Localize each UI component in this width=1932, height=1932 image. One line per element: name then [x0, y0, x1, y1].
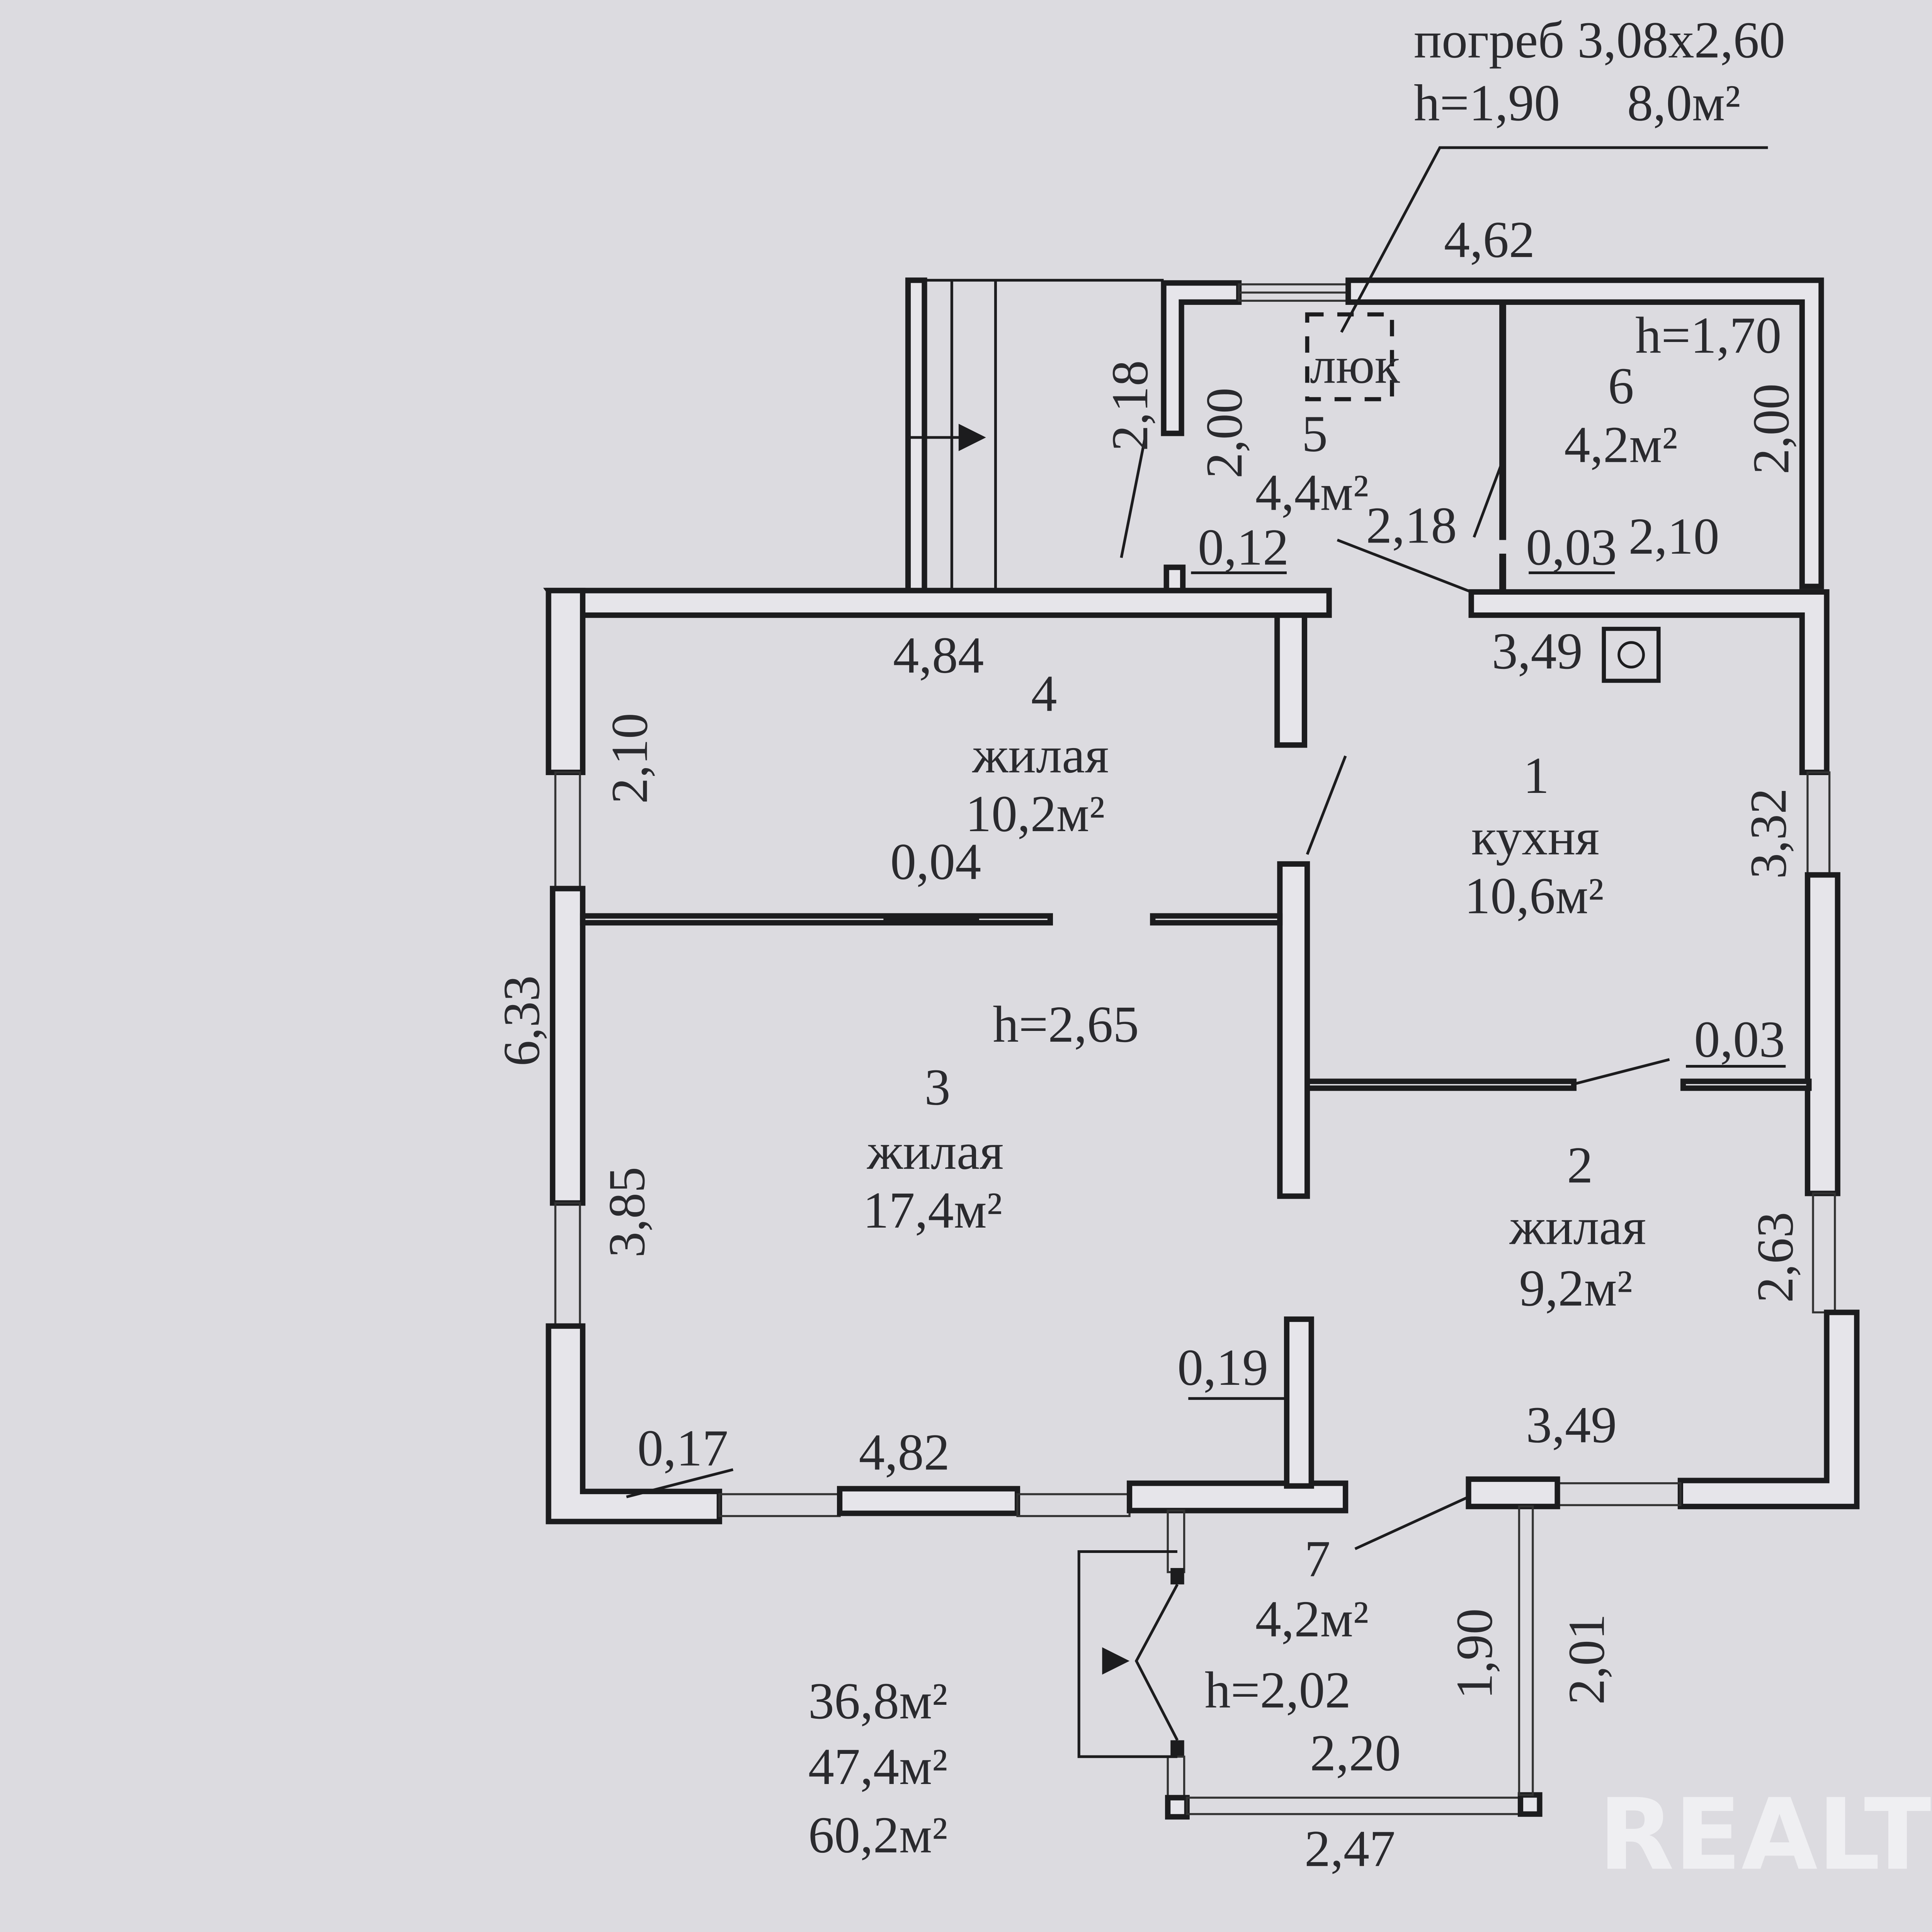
room-name: жилая	[867, 1123, 1003, 1180]
room-area: 4,4м²	[1255, 464, 1369, 522]
room-name: жилая	[1509, 1198, 1646, 1255]
room-area: 9,2м²	[1519, 1260, 1632, 1317]
dim-label: 2,47	[1304, 1820, 1395, 1878]
room-number: 3	[924, 1059, 950, 1116]
dim-label: 3,49	[1492, 622, 1583, 680]
room-area: 17,4м²	[863, 1182, 1002, 1239]
dim-label: 2,10	[1628, 508, 1719, 565]
room-number: 2	[1567, 1136, 1593, 1194]
cellar-area: 8,0м²	[1627, 74, 1740, 132]
room-number: 6	[1608, 357, 1634, 415]
cellar-label: погреб 3,08х2,60	[1414, 12, 1785, 69]
dim-label: 2,18	[1101, 360, 1159, 451]
dim-label: 0,19	[1177, 1339, 1268, 1396]
stair-arrow-icon	[958, 423, 986, 451]
total-area-general: 47,4м²	[808, 1738, 948, 1796]
dim-label: 4,82	[859, 1423, 950, 1481]
stove-icon	[1602, 627, 1661, 683]
dim-label: 1,90	[1446, 1608, 1503, 1699]
room-number: 1	[1523, 747, 1549, 804]
dim-label: 4,62	[1444, 211, 1535, 269]
labels: погреб 3,08х2,60 h=1,90 8,0м² 4,62 люк 2…	[493, 12, 1931, 1893]
room-number: 7	[1304, 1530, 1330, 1588]
room-number: 5	[1302, 405, 1328, 463]
dim-label: 0,04	[890, 833, 981, 891]
dim-label: 0,03	[1526, 519, 1617, 576]
cellar-height: h=1,90	[1414, 74, 1560, 132]
dim-label: 2,20	[1310, 1725, 1401, 1782]
dim-label: 3,49	[1526, 1396, 1617, 1454]
total-area-living: 36,8м²	[808, 1672, 948, 1730]
dim-label: 0,12	[1198, 519, 1289, 576]
room-area: 4,2м²	[1564, 416, 1677, 474]
room-area: 10,6м²	[1464, 867, 1604, 925]
room-area: 10,2м²	[966, 785, 1105, 843]
dim-label: 6,33	[493, 975, 551, 1066]
dim-label: 2,10	[601, 713, 658, 804]
dim-label: 3,32	[1740, 788, 1797, 879]
entrance-arrow-icon	[1102, 1647, 1130, 1675]
hatch-label: люк	[1310, 337, 1400, 395]
room-number: 4	[1031, 665, 1057, 723]
dim-label: 2,18	[1366, 497, 1457, 554]
dim-label: 2,01	[1558, 1614, 1616, 1705]
floor-plan: погреб 3,08х2,60 h=1,90 8,0м² 4,62 люк 2…	[493, 12, 1931, 1893]
realt-watermark-logo: REALT	[1599, 1778, 1931, 1892]
dim-label: 0,17	[637, 1420, 728, 1477]
room-height: h=1,70	[1635, 307, 1781, 364]
main-height: h=2,65	[993, 996, 1139, 1053]
room-height: h=2,02	[1205, 1662, 1351, 1719]
room-name: кухня	[1471, 808, 1600, 866]
room-area: 4,2м²	[1255, 1590, 1369, 1648]
dim-label: 0,03	[1694, 1011, 1785, 1068]
room-name: жилая	[972, 726, 1109, 784]
dim-label: 2,63	[1747, 1212, 1804, 1303]
dim-label: 3,85	[598, 1167, 656, 1258]
dim-label: 2,00	[1196, 388, 1253, 478]
dim-label: 4,84	[893, 627, 984, 684]
walls	[543, 146, 1860, 1820]
dim-label: 2,00	[1742, 383, 1800, 474]
total-area-full: 60,2м²	[808, 1806, 948, 1864]
